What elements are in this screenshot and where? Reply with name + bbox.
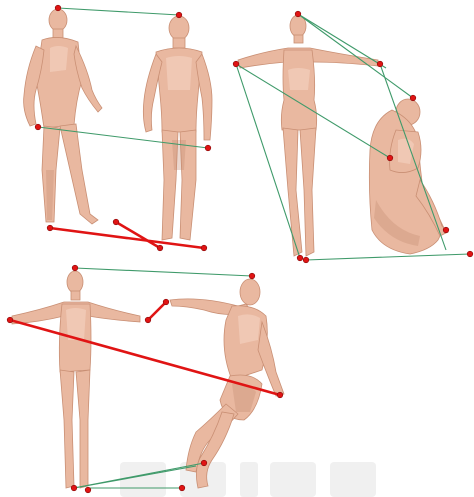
correct-match-line-head: [75, 268, 252, 276]
feature-point: [113, 219, 119, 225]
feature-point: [72, 265, 78, 271]
panel-2: [233, 11, 473, 263]
feature-point: [205, 145, 211, 151]
human-figure-t-pose-female: [238, 15, 378, 256]
human-figure-standing-turned: [24, 9, 102, 224]
feature-point: [179, 485, 185, 491]
feature-point: [201, 460, 207, 466]
watermark: [120, 462, 376, 497]
feature-point: [443, 227, 449, 233]
human-figure-running: [170, 279, 284, 488]
feature-point: [157, 245, 163, 251]
feature-point: [233, 61, 239, 67]
feature-point: [163, 299, 169, 305]
feature-point: [71, 485, 77, 491]
feature-point: [467, 251, 473, 257]
correct-match-line-foot: [306, 254, 470, 260]
feature-point: [377, 61, 383, 67]
feature-point: [297, 255, 303, 261]
human-figure-standing-front: [143, 16, 212, 240]
feature-point: [387, 155, 393, 161]
feature-point: [47, 225, 53, 231]
incorrect-match-line-hand-2: [148, 302, 166, 320]
feature-point: [303, 257, 309, 263]
feature-point: [277, 392, 283, 398]
panel-3: [7, 265, 284, 493]
feature-point: [7, 317, 13, 323]
feature-point: [176, 12, 182, 18]
correct-match-line-head: [58, 8, 179, 15]
human-figure-sitting-hugging-knees: [369, 99, 448, 254]
feature-point: [410, 95, 416, 101]
feature-point: [201, 245, 207, 251]
feature-point: [145, 317, 151, 323]
feature-point: [85, 487, 91, 493]
incorrect-match-line-foot-2: [116, 222, 160, 248]
feature-point: [35, 124, 41, 130]
feature-point: [295, 11, 301, 17]
panel-1: [24, 5, 212, 251]
feature-point: [249, 273, 255, 279]
feature-point: [55, 5, 61, 11]
human-figure-t-pose-male: [12, 271, 140, 488]
